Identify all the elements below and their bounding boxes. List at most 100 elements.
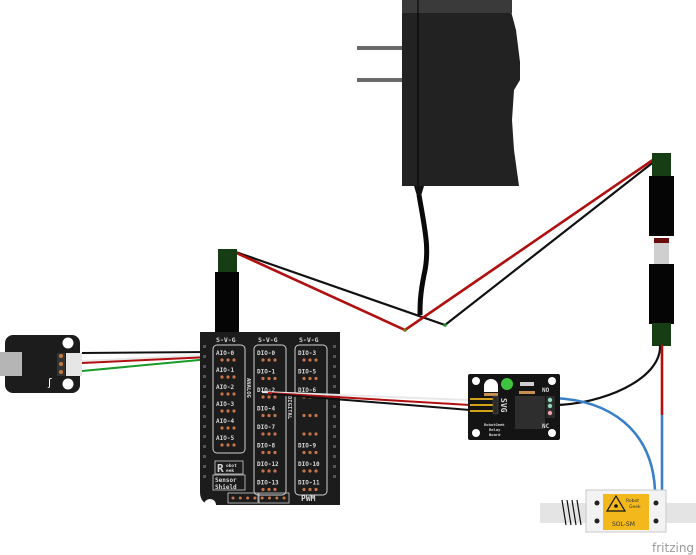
header-pin[interactable] <box>261 395 265 399</box>
header-pin[interactable] <box>267 376 271 381</box>
header-pin[interactable] <box>273 376 277 381</box>
header-pin[interactable] <box>267 469 271 473</box>
jack-green-top <box>652 153 671 177</box>
header-pin[interactable] <box>220 409 224 413</box>
header-pin[interactable] <box>267 395 271 399</box>
header-pin[interactable] <box>273 432 277 436</box>
wire-bend-point[interactable] <box>443 323 447 327</box>
header-pin[interactable] <box>267 450 271 455</box>
power-adapter[interactable] <box>357 0 520 196</box>
sensor-shield[interactable]: S-V-G S-V-G S-V-G AIO-0AIO-1AIO-2AIO-3AI… <box>200 332 340 511</box>
header-pin[interactable] <box>302 413 306 418</box>
header-pin <box>59 370 63 374</box>
header-pin[interactable] <box>314 487 318 492</box>
header-pin[interactable] <box>226 392 230 396</box>
header-pin[interactable] <box>226 443 230 447</box>
header-pin[interactable] <box>314 469 318 473</box>
mount-hole <box>548 377 556 385</box>
terminal-nc[interactable] <box>547 410 553 416</box>
wire-white-relay[interactable] <box>261 391 471 401</box>
solenoid[interactable]: Robot Geek SOL-SM <box>540 489 696 533</box>
header-pin[interactable] <box>308 358 312 362</box>
header-pin[interactable] <box>226 426 230 430</box>
wire-red-sensor[interactable] <box>81 356 211 364</box>
sensor-wires[interactable] <box>81 351 211 372</box>
header-pin[interactable] <box>282 496 286 500</box>
header-pin[interactable] <box>314 432 318 436</box>
wire-green-sensor[interactable] <box>81 358 211 372</box>
header-pin[interactable] <box>308 432 312 436</box>
header-pin[interactable] <box>314 450 318 455</box>
barrel-jack-right[interactable] <box>649 153 674 346</box>
header-pin[interactable] <box>232 392 236 396</box>
barrel-jack-left[interactable] <box>215 249 239 332</box>
header-pin[interactable] <box>260 496 264 500</box>
header-pin[interactable] <box>302 376 306 381</box>
wire-black-sensor[interactable] <box>81 351 211 354</box>
header-pin[interactable] <box>253 496 257 500</box>
wire-white-sensor[interactable] <box>81 354 211 362</box>
header-pin[interactable] <box>220 358 224 362</box>
header-pin[interactable] <box>273 358 277 362</box>
header-pin[interactable] <box>220 375 224 379</box>
header-pin[interactable] <box>226 358 230 362</box>
jack-wires[interactable] <box>229 153 661 332</box>
header-pin[interactable] <box>267 432 271 436</box>
header-pin[interactable] <box>314 358 318 362</box>
header-pin[interactable] <box>231 496 235 500</box>
header-pin[interactable] <box>261 487 265 492</box>
header-pin[interactable] <box>226 375 230 379</box>
header-pin[interactable] <box>314 413 318 418</box>
wire-black-to-relay[interactable] <box>552 344 662 407</box>
header-pin[interactable] <box>220 443 224 447</box>
header-pin[interactable] <box>267 358 271 362</box>
header-pin[interactable] <box>273 395 277 399</box>
header-pin[interactable] <box>268 496 271 500</box>
wire-bend-point[interactable] <box>403 328 407 332</box>
header-pin[interactable] <box>308 469 312 473</box>
terminal-no[interactable] <box>547 397 553 403</box>
header-pin[interactable] <box>302 450 306 455</box>
header-pin[interactable] <box>267 487 271 492</box>
header-pin[interactable] <box>246 496 250 500</box>
header-pin[interactable] <box>273 469 277 473</box>
header-pin[interactable] <box>232 409 236 413</box>
header-pin[interactable] <box>220 392 224 396</box>
wire-red-relay[interactable] <box>267 392 471 406</box>
adapter-cable[interactable] <box>416 194 430 316</box>
header-pin[interactable] <box>261 469 265 473</box>
terminal-com[interactable] <box>547 403 553 409</box>
header-pin[interactable] <box>226 409 230 413</box>
header-pin[interactable] <box>308 376 312 381</box>
header-pin[interactable] <box>302 487 306 492</box>
solenoid-spring <box>561 499 582 526</box>
header-pin[interactable] <box>232 375 236 379</box>
header-pin[interactable] <box>302 358 306 362</box>
relay-signal-wires[interactable] <box>261 391 471 411</box>
header-pin[interactable] <box>267 413 271 418</box>
relay-board[interactable]: SVG NO NC RobotGeek Relay Board <box>468 374 560 440</box>
header-pin[interactable] <box>308 487 312 492</box>
header-pin[interactable] <box>275 496 279 500</box>
sensor-module[interactable]: ʃ <box>0 335 82 393</box>
header-pin[interactable] <box>308 413 312 418</box>
header-pin[interactable] <box>232 426 236 430</box>
header-pin[interactable] <box>261 358 265 362</box>
header-pin[interactable] <box>302 432 306 436</box>
wire-black-relay[interactable] <box>271 393 471 411</box>
header-pin[interactable] <box>308 450 312 455</box>
header-pin[interactable] <box>261 432 265 436</box>
header-pin[interactable] <box>261 413 265 418</box>
header-pin[interactable] <box>238 496 242 500</box>
header-pin[interactable] <box>261 450 265 455</box>
header-pin[interactable] <box>314 376 318 381</box>
header-pin[interactable] <box>302 469 306 473</box>
header-pin[interactable] <box>220 426 224 430</box>
header-pin[interactable] <box>232 443 236 447</box>
header-pin[interactable] <box>273 413 277 418</box>
wire-blue-from-relay[interactable] <box>552 396 657 491</box>
header-pin[interactable] <box>273 487 277 492</box>
header-pin[interactable] <box>232 358 236 362</box>
header-pin[interactable] <box>273 450 277 455</box>
header-pin[interactable] <box>261 376 265 381</box>
